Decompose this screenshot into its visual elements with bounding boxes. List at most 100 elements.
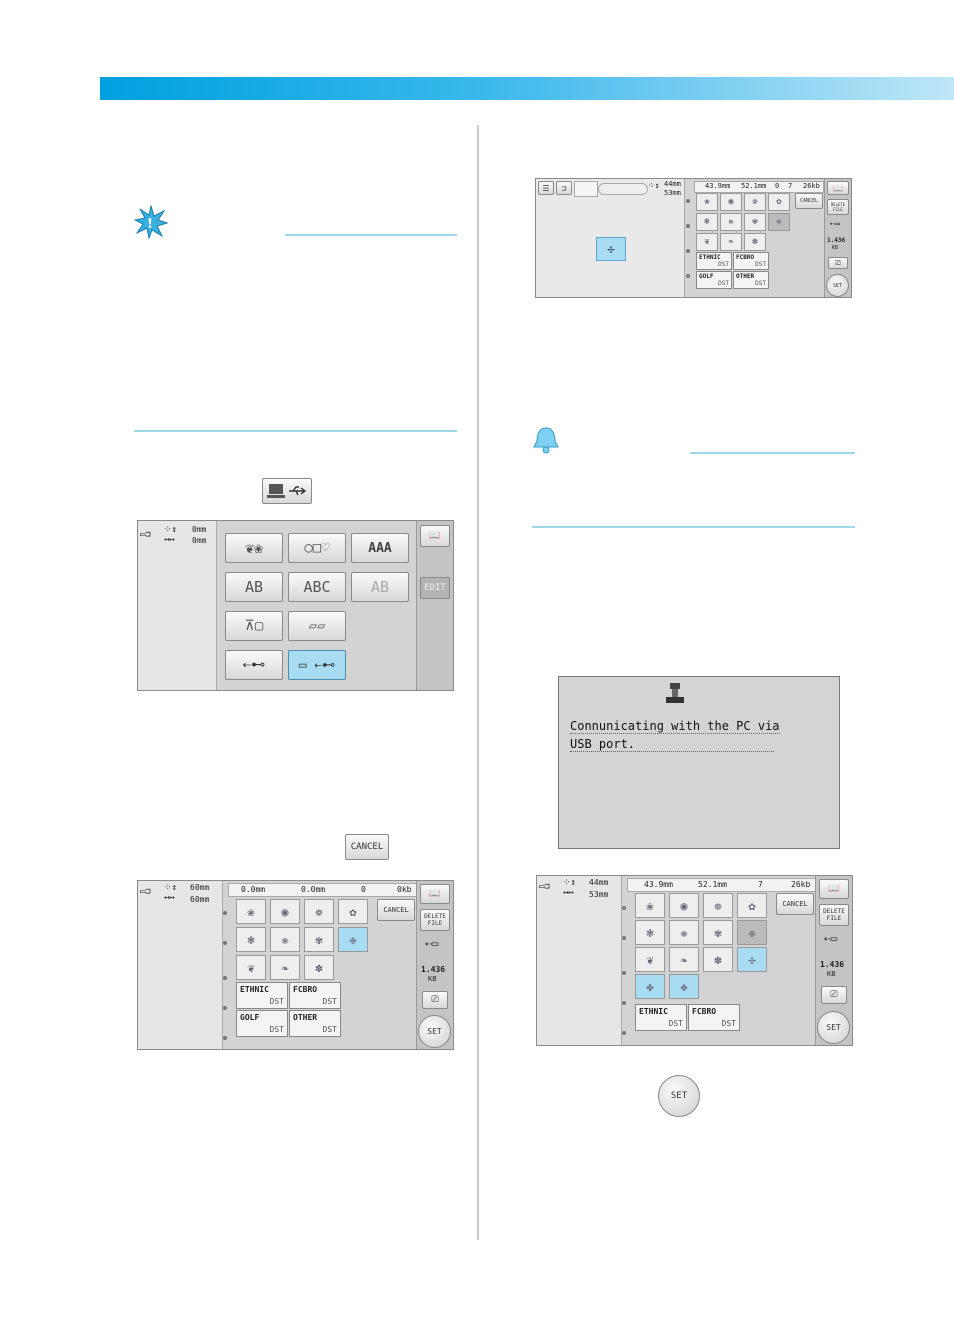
applique-button[interactable]: AB bbox=[351, 572, 409, 602]
help-book-button[interactable]: 📖 bbox=[420, 525, 450, 547]
pattern-thumb[interactable]: ✽ bbox=[703, 947, 733, 972]
pattern-thumb[interactable]: ❋ bbox=[669, 920, 699, 945]
letters-ab-outline-icon: AB bbox=[370, 578, 390, 596]
pattern-thumb[interactable]: ❦ bbox=[696, 233, 718, 251]
pattern-thumb[interactable]: ❧ bbox=[720, 233, 742, 251]
letters-abc-icon: ABC bbox=[303, 578, 331, 596]
computer-usb-button[interactable]: ▭ ⇠⊷ bbox=[288, 650, 346, 680]
help-book-button[interactable]: 📖 bbox=[420, 884, 450, 904]
right-menu-panel: 📖 DELETE FILE ⇠▭ 1.436 KB ⎚ SET bbox=[416, 881, 453, 1049]
set-button[interactable]: SET bbox=[418, 1015, 451, 1048]
monogram-button[interactable]: ABC bbox=[288, 572, 346, 602]
usb-communication-dialog: Connunicating with the PC via USB port. bbox=[558, 676, 840, 849]
pattern-thumb[interactable]: ❁ bbox=[744, 193, 766, 211]
pattern-thumb[interactable]: ❃ bbox=[236, 927, 266, 952]
pattern-thumb[interactable]: ❃ bbox=[696, 213, 718, 231]
pattern-thumb[interactable]: ◉ bbox=[270, 899, 300, 924]
pattern-thumb-selected[interactable]: ❉ bbox=[338, 927, 368, 952]
pattern-thumb[interactable]: ✿ bbox=[338, 899, 368, 924]
set-key-illustration: SET bbox=[658, 1075, 700, 1117]
pattern-thumb-new[interactable]: ✤ bbox=[635, 974, 665, 999]
image-view-button[interactable]: ⎚ bbox=[422, 991, 448, 1009]
machine-memory-button[interactable]: ⊼▢ bbox=[225, 611, 283, 641]
frame-icon: ▭⊐ bbox=[140, 530, 151, 540]
cancel-button[interactable]: CANCEL bbox=[795, 193, 823, 209]
stat-count: 7 bbox=[788, 182, 793, 190]
pattern-thumb[interactable]: ✿ bbox=[768, 193, 790, 211]
stat-width: 52.1mm bbox=[741, 182, 767, 190]
pattern-thumb-selected[interactable]: ❉ bbox=[768, 213, 790, 231]
view-image-icon: ⎚ bbox=[431, 995, 439, 1005]
size-height: 53mm bbox=[664, 189, 681, 197]
cancel-button[interactable]: CANCEL bbox=[776, 893, 814, 915]
character-button[interactable]: AAA bbox=[351, 533, 409, 563]
image-view-button[interactable]: ⎚ bbox=[828, 257, 848, 269]
pattern-thumb[interactable]: ❋ bbox=[270, 927, 300, 952]
letters-ab-icon: AB bbox=[244, 578, 264, 596]
pattern-thumb[interactable]: ✾ bbox=[304, 927, 334, 952]
view-image-icon: ⎚ bbox=[835, 258, 841, 267]
image-view-button[interactable]: ⎚ bbox=[821, 986, 847, 1004]
pattern-thumb[interactable]: ❧ bbox=[669, 947, 699, 972]
capacity-unit: KB bbox=[827, 970, 836, 978]
zoom-slider[interactable] bbox=[598, 183, 648, 195]
pattern-thumb[interactable]: ❀ bbox=[236, 899, 266, 924]
pattern-thumb[interactable]: ◉ bbox=[720, 193, 742, 211]
pattern-thumb[interactable]: ✽ bbox=[304, 955, 334, 980]
help-book-button[interactable]: 📖 bbox=[819, 879, 849, 899]
pattern-thumb[interactable]: ◉ bbox=[669, 893, 699, 918]
pattern-thumb[interactable]: ❦ bbox=[635, 947, 665, 972]
pattern-thumb[interactable]: ❉ bbox=[737, 920, 767, 945]
pattern-thumb[interactable]: ❧ bbox=[270, 955, 300, 980]
right-menu-panel: 📖 DELETE FILE ⇠▭ 1.436 KB ⎚ SET bbox=[824, 179, 851, 297]
help-book-button[interactable]: 📖 bbox=[827, 181, 849, 195]
cancel-button[interactable]: CANCEL bbox=[377, 899, 415, 921]
pattern-thumb-new[interactable]: ✥ bbox=[669, 974, 699, 999]
pattern-thumb[interactable]: ✿ bbox=[737, 893, 767, 918]
computer-usb-icon: ▭ ⇠⊷ bbox=[298, 657, 336, 673]
embroidery-pattern-button[interactable]: ❦❀ bbox=[225, 533, 283, 563]
book-icon: 📖 bbox=[429, 889, 441, 899]
delete-file-button[interactable]: DELETE FILE bbox=[819, 904, 849, 926]
pattern-thumb[interactable]: ✾ bbox=[703, 920, 733, 945]
cancel-key-illustration: CANCEL bbox=[345, 834, 389, 860]
frame-shape-button[interactable]: ○□♡ bbox=[288, 533, 346, 563]
delete-file-button[interactable]: DELETE FILE bbox=[420, 909, 450, 931]
pattern-thumb[interactable]: ❁ bbox=[703, 893, 733, 918]
svg-text:!: ! bbox=[147, 217, 153, 232]
pattern-thumb[interactable]: ❀ bbox=[696, 193, 718, 211]
pattern-thumb[interactable]: ❋ bbox=[720, 213, 742, 231]
set-button[interactable]: SET bbox=[817, 1011, 850, 1044]
set-button[interactable]: SET bbox=[826, 274, 849, 297]
delete-file-button[interactable]: DELETE FILE bbox=[827, 199, 849, 215]
decorative-alphabet-button[interactable]: AB bbox=[225, 572, 283, 602]
pattern-thumb-new[interactable]: ✣ bbox=[737, 947, 767, 972]
list-view-button[interactable]: ☰ bbox=[538, 181, 554, 195]
preview-panel: ☰ ⊐ ⁘↕ 44mm 53mm ✢ bbox=[536, 179, 685, 297]
list-icon: ☰ bbox=[542, 183, 550, 193]
pattern-thumb[interactable]: ❦ bbox=[236, 955, 266, 980]
size-icon: ⁘↕↤↦ bbox=[164, 525, 177, 545]
pattern-thumb[interactable]: ❃ bbox=[635, 920, 665, 945]
pattern-thumb[interactable]: ❀ bbox=[635, 893, 665, 918]
usb-media-button[interactable]: ⇠⊷ bbox=[225, 650, 283, 680]
left-info-panel: ▭⊐ ⁘↕↤↦ 60mm 60mm bbox=[138, 881, 223, 1049]
book-icon: 📖 bbox=[429, 531, 441, 541]
pattern-thumb[interactable]: ✽ bbox=[744, 233, 766, 251]
pattern-thumb[interactable]: ❁ bbox=[304, 899, 334, 924]
pattern-thumb[interactable]: ✾ bbox=[744, 213, 766, 231]
pattern-received-screen: ▭⊐ ⁘↕↤↦ 44mm 53mm 43.9mm 52.1mm 7 26kb ❀… bbox=[536, 875, 853, 1046]
frame-view-button[interactable]: ⊐ bbox=[556, 181, 572, 195]
edit-button[interactable]: EDIT bbox=[420, 577, 450, 599]
memory-card-button[interactable]: ▱▱ bbox=[288, 611, 346, 641]
